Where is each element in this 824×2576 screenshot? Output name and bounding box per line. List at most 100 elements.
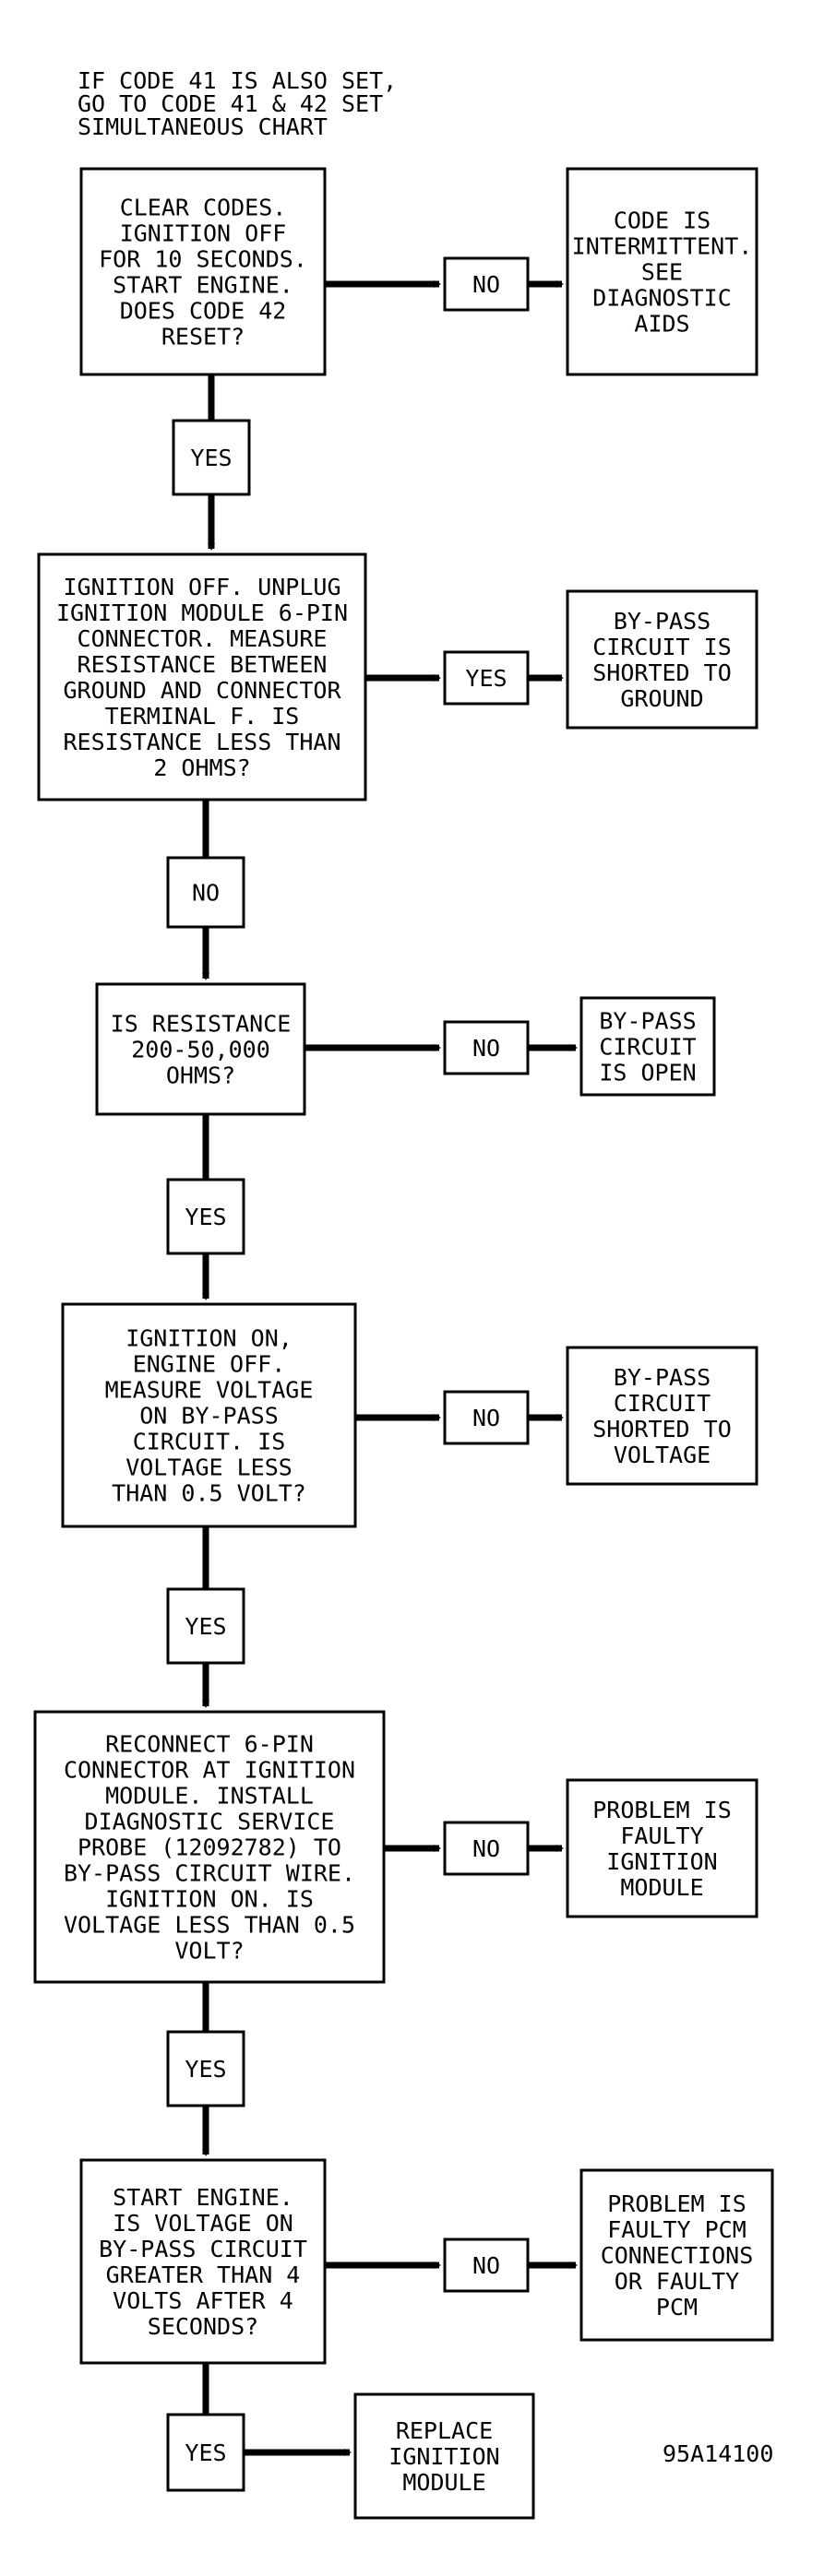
- note-line: GO TO CODE 41 & 42 SET: [78, 90, 383, 117]
- side-label-1-text: NO: [472, 271, 500, 298]
- question-box-5-line: DIAGNOSTIC SERVICE: [85, 1809, 335, 1835]
- result-box-6-line: OR FAULTY: [615, 2268, 739, 2295]
- result-box-5-line: MODULE: [620, 1874, 703, 1901]
- final-action-box-line: IGNITION: [388, 2443, 499, 2470]
- question-box-5-line: VOLTAGE LESS THAN 0.5: [64, 1912, 355, 1939]
- question-box-6: [79, 2158, 327, 2365]
- question-box-5-line: BY-PASS CIRCUIT WIRE.: [64, 1860, 355, 1887]
- question-box-2-line: CONNECTOR. MEASURE: [78, 625, 328, 652]
- question-box-4: [61, 1302, 357, 1528]
- result-box-5-line: PROBLEM IS: [592, 1797, 732, 1823]
- down-label-3: [166, 1178, 245, 1255]
- side-label-2-text: YES: [465, 665, 507, 692]
- down-label-6: [166, 2413, 245, 2492]
- down-label-4-text: YES: [185, 1613, 226, 1640]
- question-box-4-line: CIRCUIT. IS: [133, 1429, 286, 1455]
- question-box-6-line: GREATER THAN 4: [106, 2261, 301, 2288]
- question-box-6-line: START ENGINE.: [113, 2184, 293, 2211]
- result-box-3-line: IS OPEN: [599, 1060, 696, 1086]
- result-box-6-line: FAULTY PCM: [607, 2216, 746, 2243]
- texts: IF CODE 41 IS ALSO SET,GO TO CODE 41 & 4…: [56, 67, 773, 2496]
- result-box-6-line: PROBLEM IS: [607, 2190, 746, 2217]
- question-box-1-line: RESET?: [161, 324, 245, 350]
- result-box-1-line: AIDS: [634, 311, 689, 338]
- note-line: SIMULTANEOUS CHART: [78, 113, 328, 140]
- question-box-5-line: RECONNECT 6-PIN: [105, 1731, 314, 1758]
- result-box-3-line: BY-PASS: [599, 1008, 696, 1035]
- question-box-5: [33, 1710, 386, 1984]
- result-box-6-line: CONNECTIONS: [601, 2242, 754, 2269]
- question-box-4-line: THAN 0.5 VOLT?: [112, 1480, 306, 1507]
- question-box-6-line: BY-PASS CIRCUIT: [99, 2236, 307, 2262]
- down-label-3-text: YES: [185, 1204, 226, 1230]
- question-box-5-line: PROBE (12092782) TO: [78, 1834, 341, 1861]
- side-label-3: [443, 1020, 530, 1075]
- result-box-4-line: VOLTAGE: [614, 1442, 711, 1468]
- down-label-6-text: YES: [185, 2439, 226, 2466]
- connectors: [202, 280, 578, 2456]
- question-box-1-line: CLEAR CODES.: [120, 195, 287, 221]
- figure-id: 95A14100: [663, 2440, 773, 2467]
- question-box-6-line: SECONDS?: [148, 2313, 258, 2340]
- side-label-4: [443, 1390, 530, 1445]
- result-box-1: [566, 167, 758, 376]
- question-box-4-line: ENGINE OFF.: [133, 1351, 286, 1378]
- question-box-5-line: MODULE. INSTALL: [105, 1783, 314, 1810]
- result-box-4-line: SHORTED TO: [592, 1416, 732, 1442]
- question-box-4-line: MEASURE VOLTAGE: [105, 1377, 314, 1404]
- result-box-2: [566, 589, 758, 730]
- result-box-1-line: SEE: [641, 259, 683, 286]
- question-box-2-line: 2 OHMS?: [153, 754, 250, 781]
- question-box-5-line: IGNITION ON. IS: [105, 1886, 314, 1913]
- result-box-2-line: GROUND: [620, 685, 703, 712]
- side-label-2: [443, 650, 530, 706]
- side-label-3-text: NO: [472, 1035, 500, 1062]
- down-label-5: [166, 2030, 245, 2107]
- question-box-1-line: START ENGINE.: [113, 272, 293, 299]
- side-label-1: [443, 256, 530, 312]
- question-box-2: [37, 552, 367, 801]
- side-label-5-text: NO: [472, 1835, 500, 1862]
- question-box-5-line: CONNECTOR AT IGNITION: [64, 1757, 355, 1784]
- final-action-box-line: REPLACE: [396, 2417, 493, 2444]
- note-line: IF CODE 41 IS ALSO SET,: [78, 67, 397, 94]
- down-label-2: [166, 856, 245, 929]
- question-box-3-line: IS RESISTANCE: [111, 1011, 292, 1038]
- down-label-2-text: NO: [192, 880, 220, 907]
- question-box-2-line: TERMINAL F. IS: [105, 703, 300, 730]
- note-text: IF CODE 41 IS ALSO SET,GO TO CODE 41 & 4…: [78, 67, 397, 140]
- question-box-6-line: VOLTS AFTER 4: [113, 2287, 293, 2314]
- result-box-1-line: DIAGNOSTIC: [592, 285, 732, 312]
- side-label-5: [443, 1821, 530, 1876]
- question-box-3-line: 200-50,000: [131, 1037, 270, 1063]
- result-box-4-line: BY-PASS: [614, 1364, 711, 1391]
- result-box-3: [579, 996, 716, 1097]
- side-label-6-text: NO: [472, 2252, 500, 2279]
- question-box-2-line: GROUND AND CONNECTOR: [63, 677, 341, 704]
- question-box-1: [79, 167, 327, 376]
- down-label-5-text: YES: [185, 2056, 226, 2083]
- result-box-3-line: CIRCUIT: [599, 1034, 696, 1061]
- final-action-box: [353, 2392, 535, 2520]
- result-box-4-line: CIRCUIT: [614, 1390, 711, 1417]
- question-box-2-line: IGNITION MODULE 6-PIN: [56, 599, 348, 626]
- result-box-4: [566, 1346, 758, 1486]
- result-box-5: [566, 1778, 758, 1918]
- question-box-2-line: IGNITION OFF. UNPLUG: [63, 574, 340, 600]
- result-box-2-line: SHORTED TO: [592, 659, 732, 686]
- question-box-3: [95, 982, 306, 1116]
- result-box-5-line: FAULTY: [620, 1822, 703, 1849]
- result-box-2-line: CIRCUIT IS: [592, 634, 732, 660]
- question-box-4-line: VOLTAGE LESS: [125, 1454, 293, 1481]
